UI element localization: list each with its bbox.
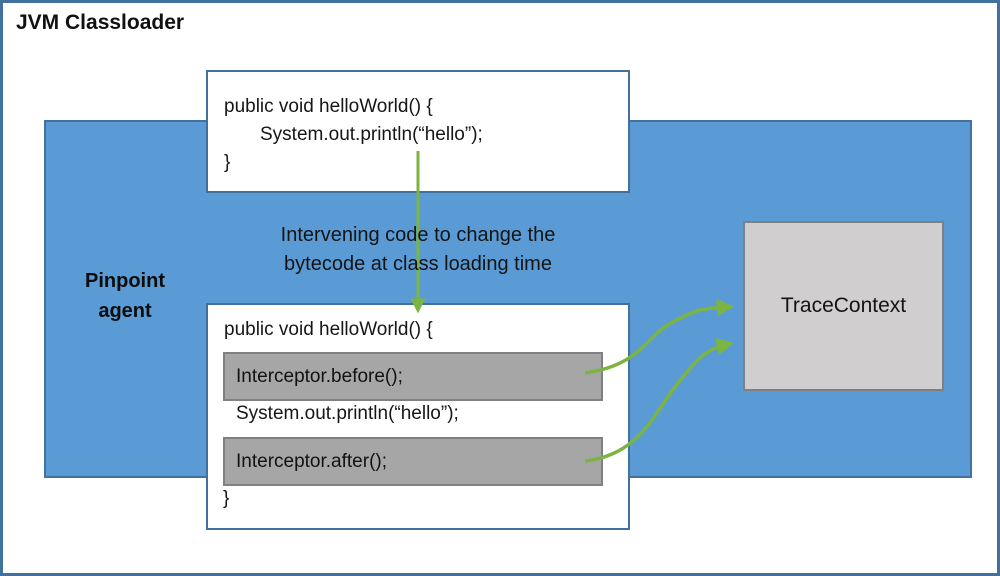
bytecode-annotation-line-2: bytecode at class loading time xyxy=(284,253,552,275)
interceptor-after-label: Interceptor.after(); xyxy=(236,450,388,472)
instrumented-code-open: public void helloWorld() { xyxy=(224,319,433,340)
instrumented-code-box: public void helloWorld() { Interceptor.b… xyxy=(206,303,630,530)
pinpoint-agent-label: Pinpoint agent xyxy=(85,270,165,322)
source-code-line-2: System.out.println(“hello”); xyxy=(260,124,483,145)
trace-context-label: TraceContext xyxy=(780,294,907,317)
trace-context-box: TraceContext xyxy=(743,221,944,391)
instrumented-code-close: } xyxy=(223,488,230,509)
instrumented-code-body: System.out.println(“hello”); xyxy=(236,403,459,424)
interceptor-before-bar: Interceptor.before(); xyxy=(223,352,603,401)
interceptor-after-bar: Interceptor.after(); xyxy=(223,437,603,486)
source-code-line-1: public void helloWorld() { xyxy=(224,96,433,117)
bytecode-annotation: Intervening code to change the bytecode … xyxy=(211,221,625,279)
source-code-line-3: } xyxy=(224,152,231,173)
interceptor-before-label: Interceptor.before(); xyxy=(236,365,403,387)
bytecode-annotation-line-1: Intervening code to change the xyxy=(280,224,556,246)
source-code-box: public void helloWorld() { System.out.pr… xyxy=(206,70,630,193)
diagram-title: JVM Classloader xyxy=(16,11,185,34)
